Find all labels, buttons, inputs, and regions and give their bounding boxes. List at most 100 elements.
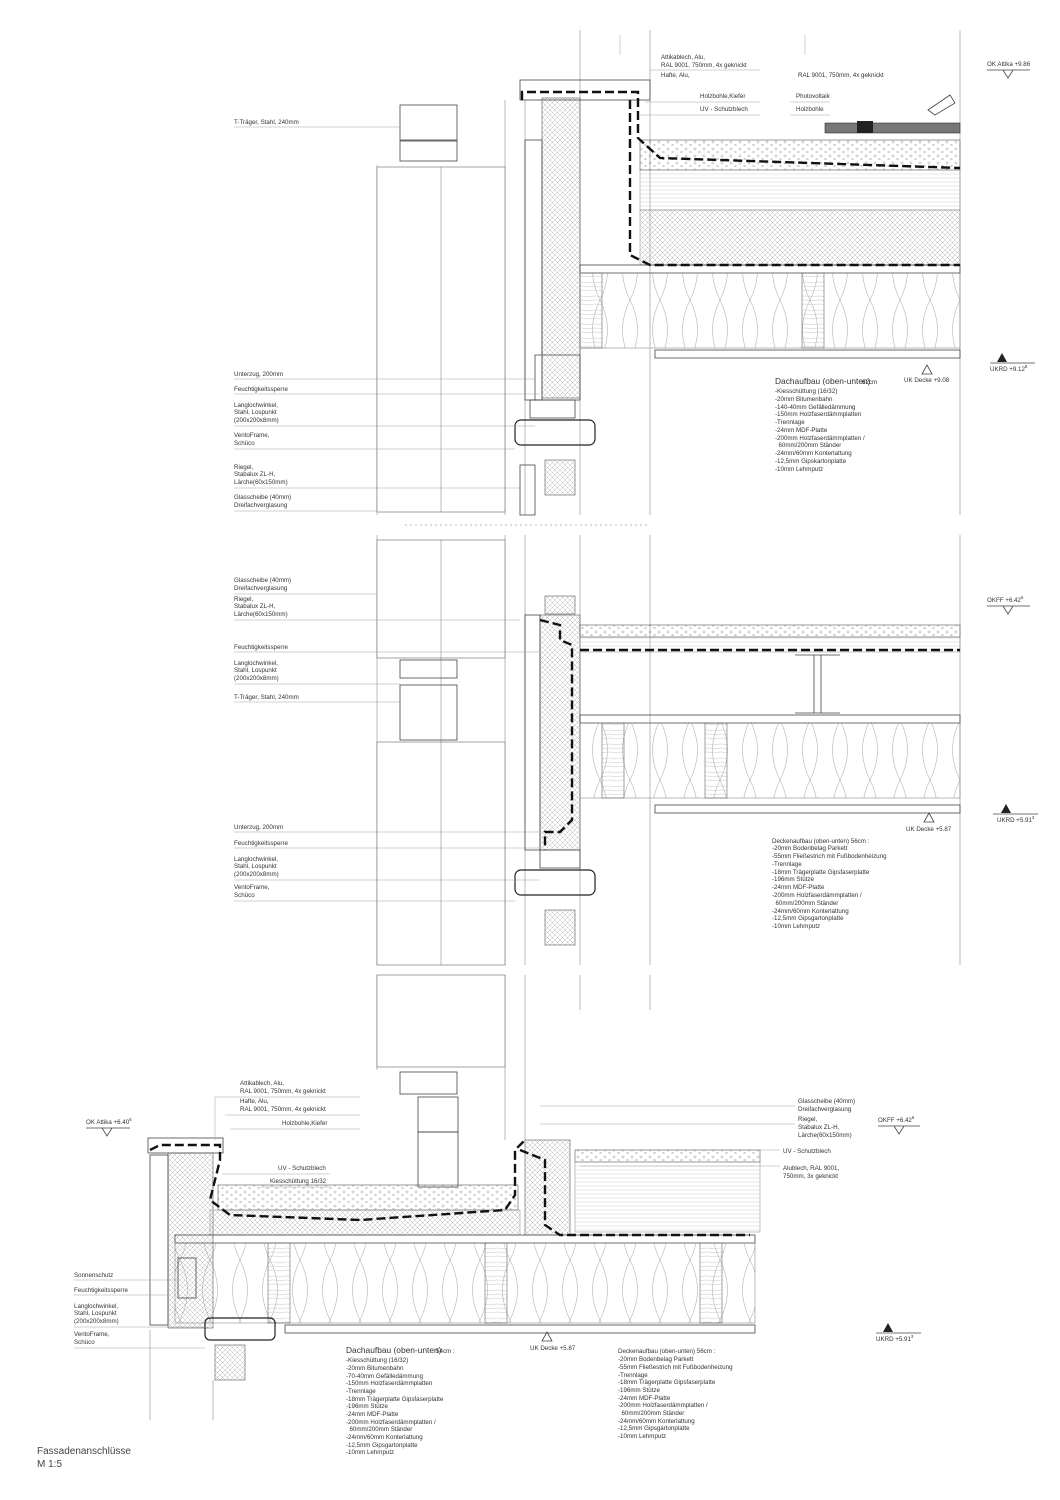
buildup-2-item: -24mm/60mm Konterlattung (772, 908, 849, 915)
label-hafte-2: RAL 9001, 750mm, 4x geknickt (798, 72, 884, 79)
roof-buildup-item: -196mm Stütze (346, 1403, 389, 1410)
level-marker-ukrd (997, 353, 1007, 362)
buildup-1-item: 60mm/200mm Ständer (775, 442, 841, 449)
roof-buildup-item: -Kiesschüttung (16/32) (346, 1357, 408, 1364)
roof-buildup-item: -24mm/60mm Konterlattung (346, 1434, 423, 1441)
label-langlochwinkel-b3: (200x200x8mm) (234, 871, 279, 878)
label-dreifachverglasung: Dreifachverglasung (798, 1106, 852, 1113)
label-stabalux: Stabalux ZL-H, (234, 471, 276, 478)
wall-section-1 (541, 97, 581, 399)
label-attikablech-2: RAL 9001, 750mm, 4x geknickt (661, 62, 747, 69)
label-alublech-2: 750mm, 3x geknickt (783, 1173, 838, 1180)
t-beam-1 (399, 104, 458, 141)
sheet-title: Fassadenanschlüsse (37, 1446, 131, 1457)
buildup-1-item: -24mm MDF-Platte (775, 427, 828, 434)
label-photovoltaik: Photovoltaik (796, 93, 831, 100)
level-ukrd: UKRD +9.128 (990, 364, 1028, 373)
label-langlochwinkel-3: (200x200x8mm) (234, 675, 279, 682)
level-ok-attika: OK Attika +6.406 (86, 1117, 132, 1126)
floor-buildup-item: -200mm Holzfaserdämmplatten / (618, 1402, 708, 1409)
buildup-1-item: -200mm Holzfaserdämmplatten / (775, 435, 865, 442)
roof-buildup-item: -150mm Holzfaserdämmplatten (346, 1380, 433, 1387)
label-laerche: Lärche(60x150mm) (234, 611, 288, 618)
label-glasscheibe: Glasscheibe (40mm) (234, 577, 291, 584)
label-langlochwinkel: Langlochwinkel, (234, 660, 278, 667)
floor-buildup-item: -24mm MDF-Platte (618, 1395, 671, 1402)
membrane-3 (149, 1139, 526, 1222)
label-langlochwinkel: Langlochwinkel, (234, 402, 278, 409)
level-okff: OKFF +6.426 (987, 595, 1024, 604)
label-uv-schutzblech: UV - Schutzblech (278, 1165, 326, 1172)
label-attikablech: Attikablech, Alu, (240, 1080, 284, 1087)
level-marker-uk-decke (541, 1331, 553, 1342)
level-uk-decke: UK Decke +5.87 (530, 1345, 576, 1352)
label-uv-schutzblech: UV - Schutzblech (700, 106, 748, 113)
label-langlochwinkel-3: (200x200x8mm) (234, 417, 279, 424)
label-schueco: Schüco (234, 440, 255, 447)
label-riegel: Riegel, (234, 464, 254, 471)
label-dreifachverglasung: Dreifachverglasung (234, 585, 288, 592)
buildup-2-item: -12,5mm Gipsgartonplatte (772, 915, 844, 922)
buildup-2-item: 60mm/200mm Ständer (772, 900, 838, 907)
membrane-1 (520, 90, 961, 170)
label-glasscheibe: Glasscheibe (40mm) (234, 494, 291, 501)
label-attikablech: Attikablech, Alu, (661, 54, 705, 61)
detail-3-annotations: Attikablech, Alu, RAL 9001, 750mm, 4x ge… (74, 1080, 921, 1456)
label-dreifachverglasung: Dreifachverglasung (234, 502, 288, 509)
level-marker-ok-attika (86, 1127, 130, 1137)
label-glasscheibe: Glasscheibe (40mm) (798, 1098, 855, 1105)
buildup-2-list: -20mm Bodenbelag Parkett -55mm Fließestr… (772, 845, 887, 930)
roof-buildup-item: -200mm Holzfaserdämmplatten / (346, 1419, 436, 1426)
buildup-1-item: -10mm Lehmputz (775, 466, 823, 473)
label-langlochwinkel: Langlochwinkel, (74, 1303, 118, 1310)
level-ok-attika: OK Attika +9.86 (987, 61, 1031, 68)
buildup-1-list: -Kiesschüttung (16/32) -20mm Bitumenbahn… (775, 388, 865, 473)
wall-section-2 (539, 614, 581, 851)
level-marker-uk-decke (921, 364, 933, 375)
level-marker-uk-decke (923, 812, 935, 823)
label-schueco: Schüco (74, 1339, 95, 1346)
roof-buildup-thickness: 54cm : (436, 1348, 455, 1355)
level-marker-ok-attika (987, 69, 1030, 79)
buildup-1-item: -Kiesschüttung (16/32) (775, 388, 837, 395)
label-langlochwinkel-2: Stahl, Lospunkt (74, 1310, 117, 1317)
label-langlochwinkel-b2: Stahl, Lospunkt (234, 863, 277, 870)
label-langlochwinkel-2: Stahl, Lospunkt (234, 409, 277, 416)
buildup-2-item: -200mm Holzfaserdämmplatten / (772, 892, 862, 899)
label-riegel: Riegel, (234, 596, 254, 603)
attika-cap-1 (519, 79, 651, 101)
label-unterzug: Unterzug, 200mm (234, 824, 283, 831)
label-unterzug: Unterzug, 200mm (234, 371, 283, 378)
label-t-beam: T-Träger, Stahl, 240mm (234, 119, 299, 126)
buildup-2-item: -20mm Bodenbelag Parkett (772, 845, 848, 852)
level-uk-decke: UK Decke +5.87 (906, 826, 952, 833)
detail-2-floor-junction (376, 535, 961, 966)
label-laerche: Lärche(60x150mm) (798, 1132, 852, 1139)
floor-buildup-item: -18mm Trägerplatte Gipsfaserplatte (618, 1379, 716, 1386)
label-alublech: Alublech, RAL 9001, (783, 1165, 839, 1172)
label-ventoframe: VentoFrame, (234, 432, 270, 439)
label-feuchtigkeitssperre: Feuchtigkeitssperre (234, 386, 289, 393)
buildup-1-thickness: 62cm (862, 379, 877, 386)
detail-1-annotations: T-Träger, Stahl, 240mm Unterzug, 200mm F… (234, 54, 1035, 512)
membrane-2 (539, 618, 574, 850)
steel-i-beam (795, 654, 840, 714)
buildup-2-item: -196mm Stütze (772, 876, 815, 883)
label-langlochwinkel-3: (200x200x8mm) (74, 1318, 119, 1325)
buildup-2-item: -18mm Trägerplatte Gipsfaserplatte (772, 869, 870, 876)
label-schueco: Schüco (234, 892, 255, 899)
label-ventoframe: VentoFrame, (234, 884, 270, 891)
buildup-2-item: -24mm MDF-Platte (772, 884, 825, 891)
level-uk-decke: UK Decke +9.08 (904, 377, 950, 384)
buildup-2-item: -10mm Lehmputz (772, 923, 820, 930)
buildup-1-item: -150mm Holzfaserdämmplatten (775, 411, 862, 418)
label-hafte: Hafte, Alu, (240, 1098, 269, 1105)
label-sonnenschutz: Sonnenschutz (74, 1272, 113, 1279)
buildup-1-item: -12,5mm Gipskartonplatte (775, 458, 847, 465)
label-langlochwinkel-b: Langlochwinkel, (234, 856, 278, 863)
floor-buildup-item: -Trennlage (618, 1372, 648, 1379)
floor-buildup-item: -20mm Bodenbelag Parkett (618, 1356, 694, 1363)
label-langlochwinkel-2: Stahl, Lospunkt (234, 667, 277, 674)
roof-buildup-item: -18mm Trägerplatte Gipsfaserplatte (346, 1396, 444, 1403)
detail-1-roof-attic (376, 30, 961, 526)
